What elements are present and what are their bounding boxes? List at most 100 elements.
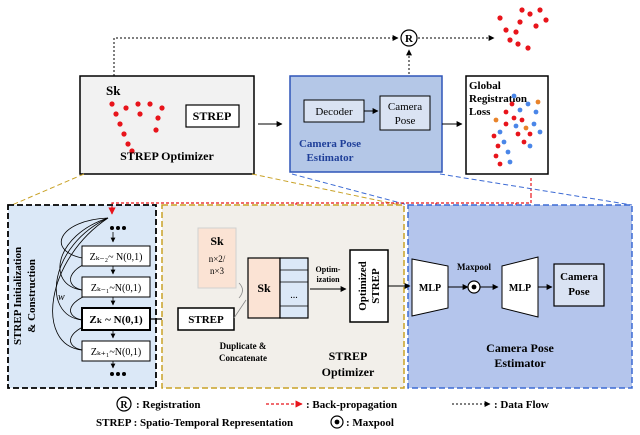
camera-pose-panel: MLP Maxpool MLP Camera Pose Camera Pose … bbox=[407, 204, 633, 389]
expand-guide-blue-right bbox=[439, 173, 633, 206]
tr-points-dot bbox=[515, 41, 521, 47]
top-strep-optimizer-caption: STREP Optimizer bbox=[120, 149, 214, 163]
legend-maxpool: : Maxpool bbox=[346, 417, 394, 429]
top-pose-label: Pose bbox=[395, 115, 416, 127]
pose-caption-2: Estimator bbox=[494, 356, 546, 370]
loss-points-dot bbox=[531, 121, 537, 127]
tr-points-dot bbox=[543, 17, 549, 23]
expand-guide-mid bbox=[251, 173, 401, 206]
expand-guide-blue-left bbox=[291, 173, 409, 206]
opt-arrow-label-1: Optim- bbox=[316, 265, 341, 274]
tr-points-dot bbox=[519, 7, 525, 13]
loss-point-clouds bbox=[491, 93, 543, 167]
loss-points-dot bbox=[521, 139, 527, 145]
global-registration-loss-box: Global Registration Loss bbox=[465, 75, 549, 175]
top-camera-pose-estimator-box: Decoder Camera Pose Camera Pose Estimato… bbox=[289, 75, 443, 173]
tr-points-dot bbox=[517, 19, 523, 25]
optimized-label-2: STREP bbox=[370, 268, 382, 304]
opt-arrow-label-2: ization bbox=[316, 275, 340, 284]
opt-sk-label: Sk bbox=[210, 234, 224, 248]
maxpool-icon bbox=[467, 280, 481, 294]
loss-points-dot bbox=[511, 115, 517, 121]
tr-points-dot bbox=[537, 7, 543, 13]
loss-points-dot bbox=[519, 117, 525, 123]
legend-registration: : Registration bbox=[136, 399, 200, 411]
loss-points-dot bbox=[523, 125, 529, 131]
top-estimator-caption-1: Camera Pose bbox=[299, 138, 361, 150]
opt-caption-1: STREP bbox=[329, 349, 368, 363]
tr-points-dot bbox=[533, 23, 539, 29]
top-left-point-cloud bbox=[109, 101, 165, 154]
z-label-k-2: Zₖ₋₂~ N(0,1) bbox=[90, 252, 143, 263]
tl-points-dot bbox=[121, 131, 127, 137]
top-estimator-caption-2: Estimator bbox=[306, 152, 353, 164]
legend-registration-icon bbox=[116, 396, 132, 412]
init-title-1: STREP Initialization bbox=[12, 247, 24, 345]
loss-points-dot bbox=[535, 99, 541, 105]
pose-caption-1: Camera Pose bbox=[486, 341, 554, 355]
strep-init-panel: STREP Initialization & Construction w Zₖ… bbox=[7, 204, 157, 389]
tl-points-dot bbox=[155, 115, 161, 121]
top-camera-label: Camera bbox=[388, 101, 422, 113]
dup-label-1: Duplicate & bbox=[220, 341, 267, 351]
opt-ellipsis: ... bbox=[290, 290, 298, 301]
loss-label-1: Global bbox=[469, 80, 501, 92]
tl-points-dot bbox=[129, 148, 135, 154]
tr-points-dot bbox=[527, 11, 533, 17]
maxpool-label: Maxpool bbox=[457, 262, 492, 272]
tr-points-dot bbox=[507, 37, 513, 43]
loss-points-dot bbox=[537, 129, 543, 135]
tl-points-dot bbox=[117, 121, 123, 127]
tr-points-dot bbox=[513, 29, 519, 35]
legend-maxpool-icon bbox=[330, 415, 344, 429]
tl-points-dot bbox=[153, 127, 159, 133]
init-title-2: & Construction bbox=[26, 259, 38, 333]
top-strep-label: STREP bbox=[193, 109, 232, 123]
mlp2-label: MLP bbox=[509, 283, 531, 294]
tl-points-dot bbox=[137, 111, 143, 117]
z-label-k-1: Zₖ₋₁~N(0,1) bbox=[91, 283, 141, 294]
registration-node: R bbox=[400, 29, 418, 47]
z-label-k+1: Zₖ₊₁~N(0,1) bbox=[91, 347, 141, 358]
tl-points-dot bbox=[125, 141, 131, 147]
loss-points-dot bbox=[511, 93, 517, 99]
loss-label-2: Registration bbox=[469, 93, 527, 105]
loss-points-dot bbox=[493, 117, 499, 123]
registration-node-label: R bbox=[405, 33, 414, 45]
loss-points-dot bbox=[527, 131, 533, 137]
opt-dims-2: n×3 bbox=[210, 266, 225, 276]
mlp1-label: MLP bbox=[419, 283, 441, 294]
legend: R : Registration : Back-propagation : Da… bbox=[96, 396, 549, 429]
strep-optimizer-panel: Sk n×2/ n×3 Sk ... Optim- ization Optimi… bbox=[161, 204, 405, 389]
loss-points-dot bbox=[515, 131, 521, 137]
loss-points-dot bbox=[491, 133, 497, 139]
tl-points-dot bbox=[159, 105, 165, 111]
loss-points-dot bbox=[525, 101, 531, 107]
loss-points-dot bbox=[497, 161, 503, 167]
loss-points-dot bbox=[495, 143, 501, 149]
opt-caption-2: Optimizer bbox=[322, 365, 375, 379]
tl-points-dot bbox=[123, 105, 129, 111]
tr-points-dot bbox=[497, 15, 503, 21]
decoder-label: Decoder bbox=[315, 106, 353, 118]
opt-strep-label: STREP bbox=[188, 314, 224, 326]
tl-points-dot bbox=[109, 101, 115, 107]
expand-guide-left bbox=[11, 173, 85, 206]
dup-label-2: Concatenate bbox=[219, 353, 267, 363]
legend-strep-def: STREP : Spatio-Temporal Representation bbox=[96, 417, 293, 429]
optimized-label-1: Optimized bbox=[357, 261, 369, 311]
loss-points-dot bbox=[493, 153, 499, 159]
loss-points-dot bbox=[527, 143, 533, 149]
top-sk-label: Sk bbox=[106, 83, 121, 98]
loss-points-dot bbox=[501, 139, 507, 145]
z-label-k: Zₖ ~ N(0,1) bbox=[89, 314, 143, 326]
weight-label: w bbox=[58, 292, 65, 303]
loss-points-dot bbox=[503, 121, 509, 127]
loss-points-dot bbox=[505, 149, 511, 155]
tr-points-dot bbox=[503, 27, 509, 33]
tl-points-dot bbox=[135, 101, 141, 107]
loss-points-dot bbox=[503, 109, 509, 115]
loss-points-dot bbox=[509, 101, 515, 107]
tl-points-dot bbox=[113, 111, 119, 117]
